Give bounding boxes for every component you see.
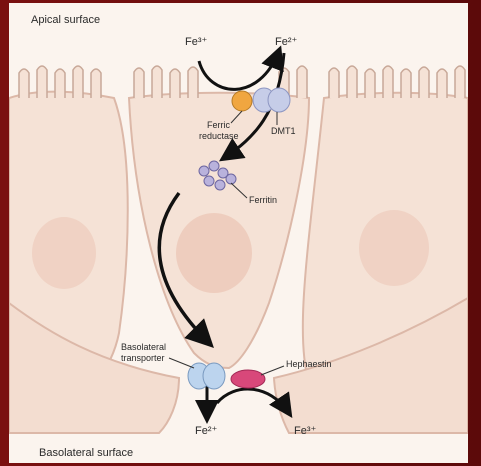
basolateral-transporter-label-line1: Basolateral	[121, 342, 166, 352]
hephaestin-protein	[231, 370, 265, 388]
hephaestin-label: Hephaestin	[286, 359, 332, 369]
top-fe3-label: Fe³⁺	[185, 36, 208, 48]
top-fe2-label: Fe²⁺	[275, 36, 298, 48]
hephaestin-leader	[261, 366, 284, 375]
basolateral-transporter-right	[203, 363, 225, 389]
ferric-reductase-label-line1: Ferric	[207, 120, 230, 130]
basolateral-transporter-leader	[169, 358, 194, 368]
ferritin-label: Ferritin	[249, 195, 277, 205]
basolateral-surface-label: Basolateral surface	[39, 447, 133, 459]
nucleus-center	[176, 213, 252, 293]
dmt1-label: DMT1	[271, 126, 296, 136]
basolateral-transporter-label-line2: transporter	[121, 353, 165, 363]
ferric-reductase-protein	[232, 91, 252, 111]
bottom-fe3-label: Fe³⁺	[294, 425, 317, 437]
fe3-to-fe2-arrow	[199, 51, 279, 89]
iron-absorption-diagram: Apical surface Fe³⁺ Fe²⁺ Ferric reductas…	[9, 3, 468, 463]
diagram-panel: Apical surface Fe³⁺ Fe²⁺ Ferric reductas…	[9, 3, 468, 463]
bottom-fe2-label: Fe²⁺	[195, 425, 218, 437]
nucleus-left	[32, 217, 96, 289]
ferric-reductase-label-line2: reductase	[199, 131, 239, 141]
dmt1-protein-right	[268, 88, 290, 112]
apical-surface-label: Apical surface	[31, 14, 100, 26]
nucleus-right	[359, 210, 429, 286]
